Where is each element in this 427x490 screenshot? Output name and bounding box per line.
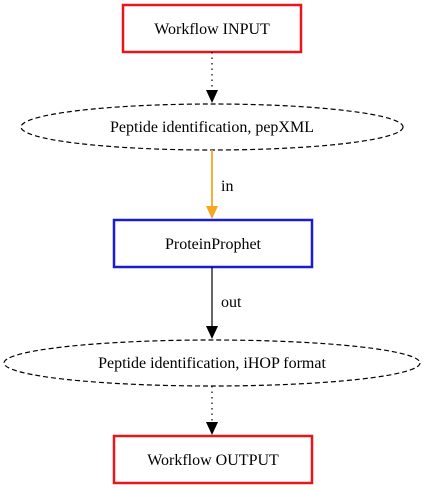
arrowhead-icon [206,206,218,219]
edge-in-label: in [221,178,233,195]
workflow-output-label: Workflow OUTPUT [147,452,279,469]
pepxml-data-node[interactable]: Peptide identification, pepXML [20,103,404,151]
edge-proteinprophet-to-ihop: out [206,267,242,339]
proteinprophet-label: ProteinProphet [165,236,262,253]
workflow-output-node[interactable]: Workflow OUTPUT [112,434,314,485]
edge-ihop-to-output [206,386,218,435]
ihop-data-node[interactable]: Peptide identification, iHOP format [3,339,421,387]
workflow-input-node[interactable]: Workflow INPUT [121,3,303,54]
ihop-label: Peptide identification, iHOP format [98,355,326,372]
edge-pepxml-to-proteinprophet: in [206,150,233,219]
arrowhead-icon [206,326,218,339]
arrowhead-icon [206,90,218,103]
arrowhead-icon [206,422,218,435]
pepxml-label: Peptide identification, pepXML [110,119,314,136]
workflow-output-box [112,434,314,485]
edge-out-label: out [221,294,242,311]
edge-input-to-pepxml [206,52,218,103]
proteinprophet-box [112,218,314,269]
proteinprophet-node[interactable]: ProteinProphet [112,218,314,269]
workflow-input-box [121,3,303,54]
workflow-input-label: Workflow INPUT [154,21,270,38]
